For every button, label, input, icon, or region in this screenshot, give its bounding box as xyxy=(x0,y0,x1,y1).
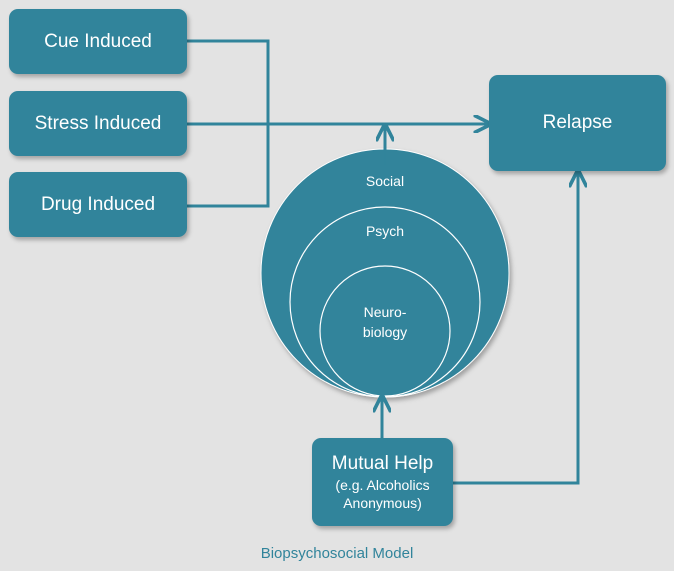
drug-induced-box: Drug Induced xyxy=(9,172,187,237)
psych-label: Psych xyxy=(366,223,404,239)
social-label: Social xyxy=(366,173,404,189)
mutual-help-box: Mutual Help (e.g. Alcoholics Anonymous) xyxy=(312,438,453,526)
cue-induced-label: Cue Induced xyxy=(44,30,152,52)
stress-induced-label: Stress Induced xyxy=(34,112,162,134)
relapse-box: Relapse xyxy=(489,75,666,171)
neurobiology-label-line1: Neuro- xyxy=(364,304,407,320)
cue-induced-box: Cue Induced xyxy=(9,9,187,74)
relapse-label: Relapse xyxy=(542,112,613,133)
stress-induced-box: Stress Induced xyxy=(9,91,187,156)
mutual-help-title: Mutual Help xyxy=(331,452,434,474)
mutual-help-example-line1: (e.g. Alcoholics xyxy=(335,477,430,494)
biopsychosocial-circles xyxy=(260,148,510,398)
connector-mutual-help-to-relapse xyxy=(453,173,578,485)
neurobiology-label-line2: biology xyxy=(363,324,407,340)
diagram-caption: Biopsychosocial Model xyxy=(260,545,414,562)
drug-induced-label: Drug Induced xyxy=(40,193,156,215)
mutual-help-example-line2: Anonymous) xyxy=(343,494,422,511)
